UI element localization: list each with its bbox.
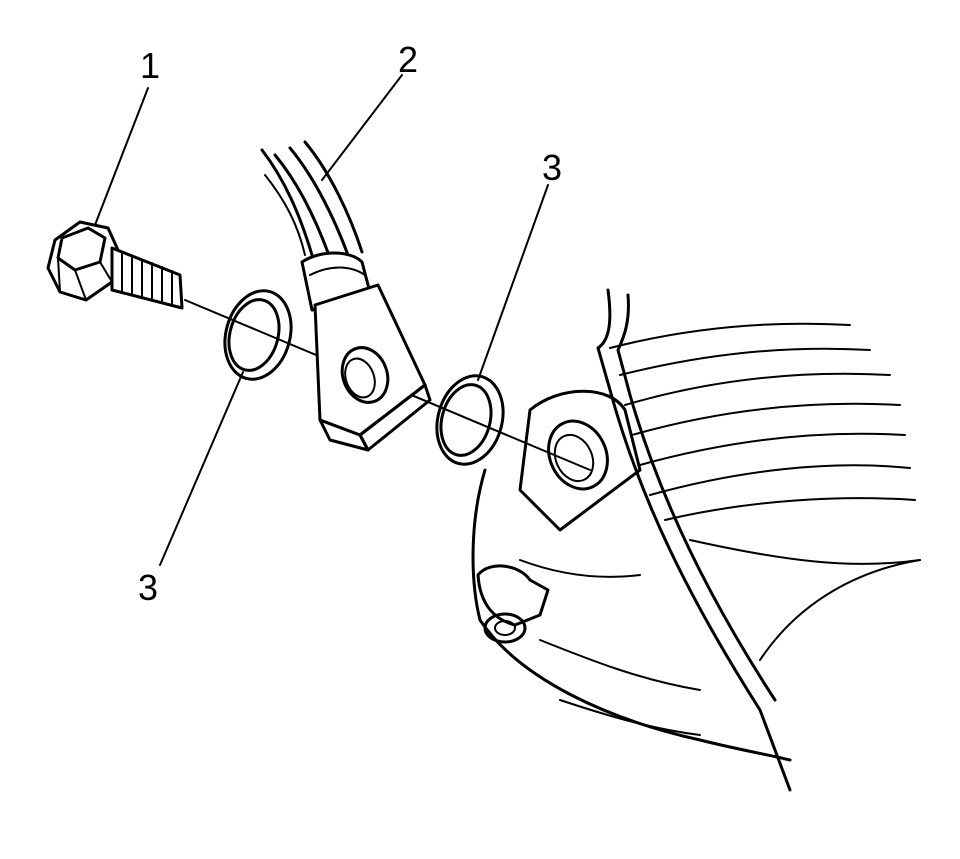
leader-bolt: [94, 87, 149, 226]
leader-washer-lower: [159, 371, 244, 566]
washer-right: [435, 374, 505, 466]
sensor-harness: [260, 140, 432, 452]
callout-washer-lower: 3: [138, 567, 158, 608]
callout-bolt: 1: [140, 45, 160, 86]
leader-washer-upper: [477, 184, 549, 381]
callout-washer-upper: 3: [542, 147, 562, 188]
leader-sensor: [321, 74, 403, 181]
washer-left: [223, 289, 293, 381]
engine-block: [471, 288, 921, 792]
callout-sensor-harness: 2: [398, 39, 418, 80]
bolt: [46, 220, 184, 310]
leader-lines: [94, 74, 549, 566]
